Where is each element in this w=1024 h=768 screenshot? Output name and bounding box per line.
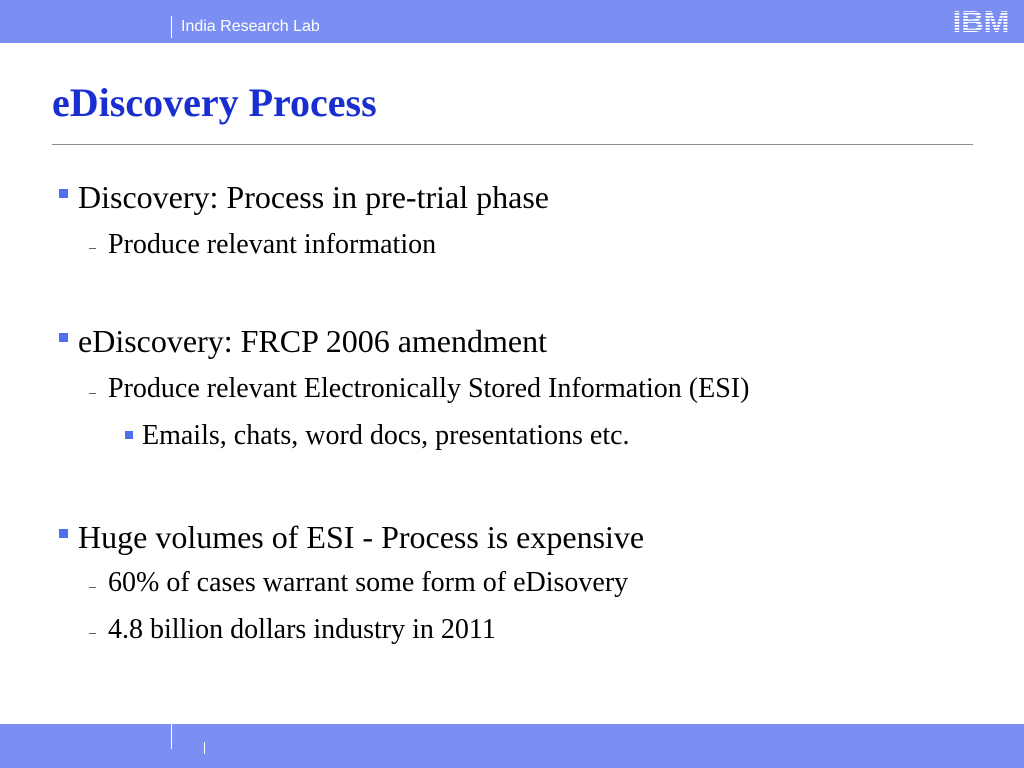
sub-bullet-item: Produce relevant information xyxy=(108,229,437,260)
ibm-logo-icon: IBM xyxy=(953,4,1010,38)
sub-bullet-dash-icon xyxy=(89,393,96,394)
header-separator xyxy=(171,16,172,38)
bullet-item: Discovery: Process in pre-trial phase xyxy=(78,179,549,215)
svg-text:IBM: IBM xyxy=(953,4,1010,38)
bullet-square-icon xyxy=(59,189,68,198)
bullet-item: eDiscovery: FRCP 2006 amendment xyxy=(78,323,547,359)
footer-separator xyxy=(171,724,172,749)
sub-bullet-dash-icon xyxy=(89,248,96,249)
bullet-item: Huge volumes of ESI - Process is expensi… xyxy=(78,519,645,555)
sub-sub-bullet-item: Emails, chats, word docs, presentations … xyxy=(142,420,630,451)
header-bar: India Research Lab IBM xyxy=(0,0,1024,43)
sub-bullet-item: 4.8 billion dollars industry in 2011 xyxy=(108,614,496,645)
sub-bullet-dash-icon xyxy=(89,633,96,634)
sub-bullet-item: 60% of cases warrant some form of eDisov… xyxy=(108,567,629,598)
lab-name: India Research Lab xyxy=(181,18,320,35)
sub-bullet-item: Produce relevant Electronically Stored I… xyxy=(108,373,750,404)
slide-title: eDiscovery Process xyxy=(52,80,377,125)
sub-sub-bullet-square-icon xyxy=(125,431,133,439)
bullet-square-icon xyxy=(59,529,68,538)
sub-bullet-dash-icon xyxy=(89,587,96,588)
title-divider xyxy=(52,144,973,145)
footer-bar xyxy=(0,724,1024,768)
footer-separator xyxy=(204,742,205,754)
bullet-square-icon xyxy=(59,333,68,342)
